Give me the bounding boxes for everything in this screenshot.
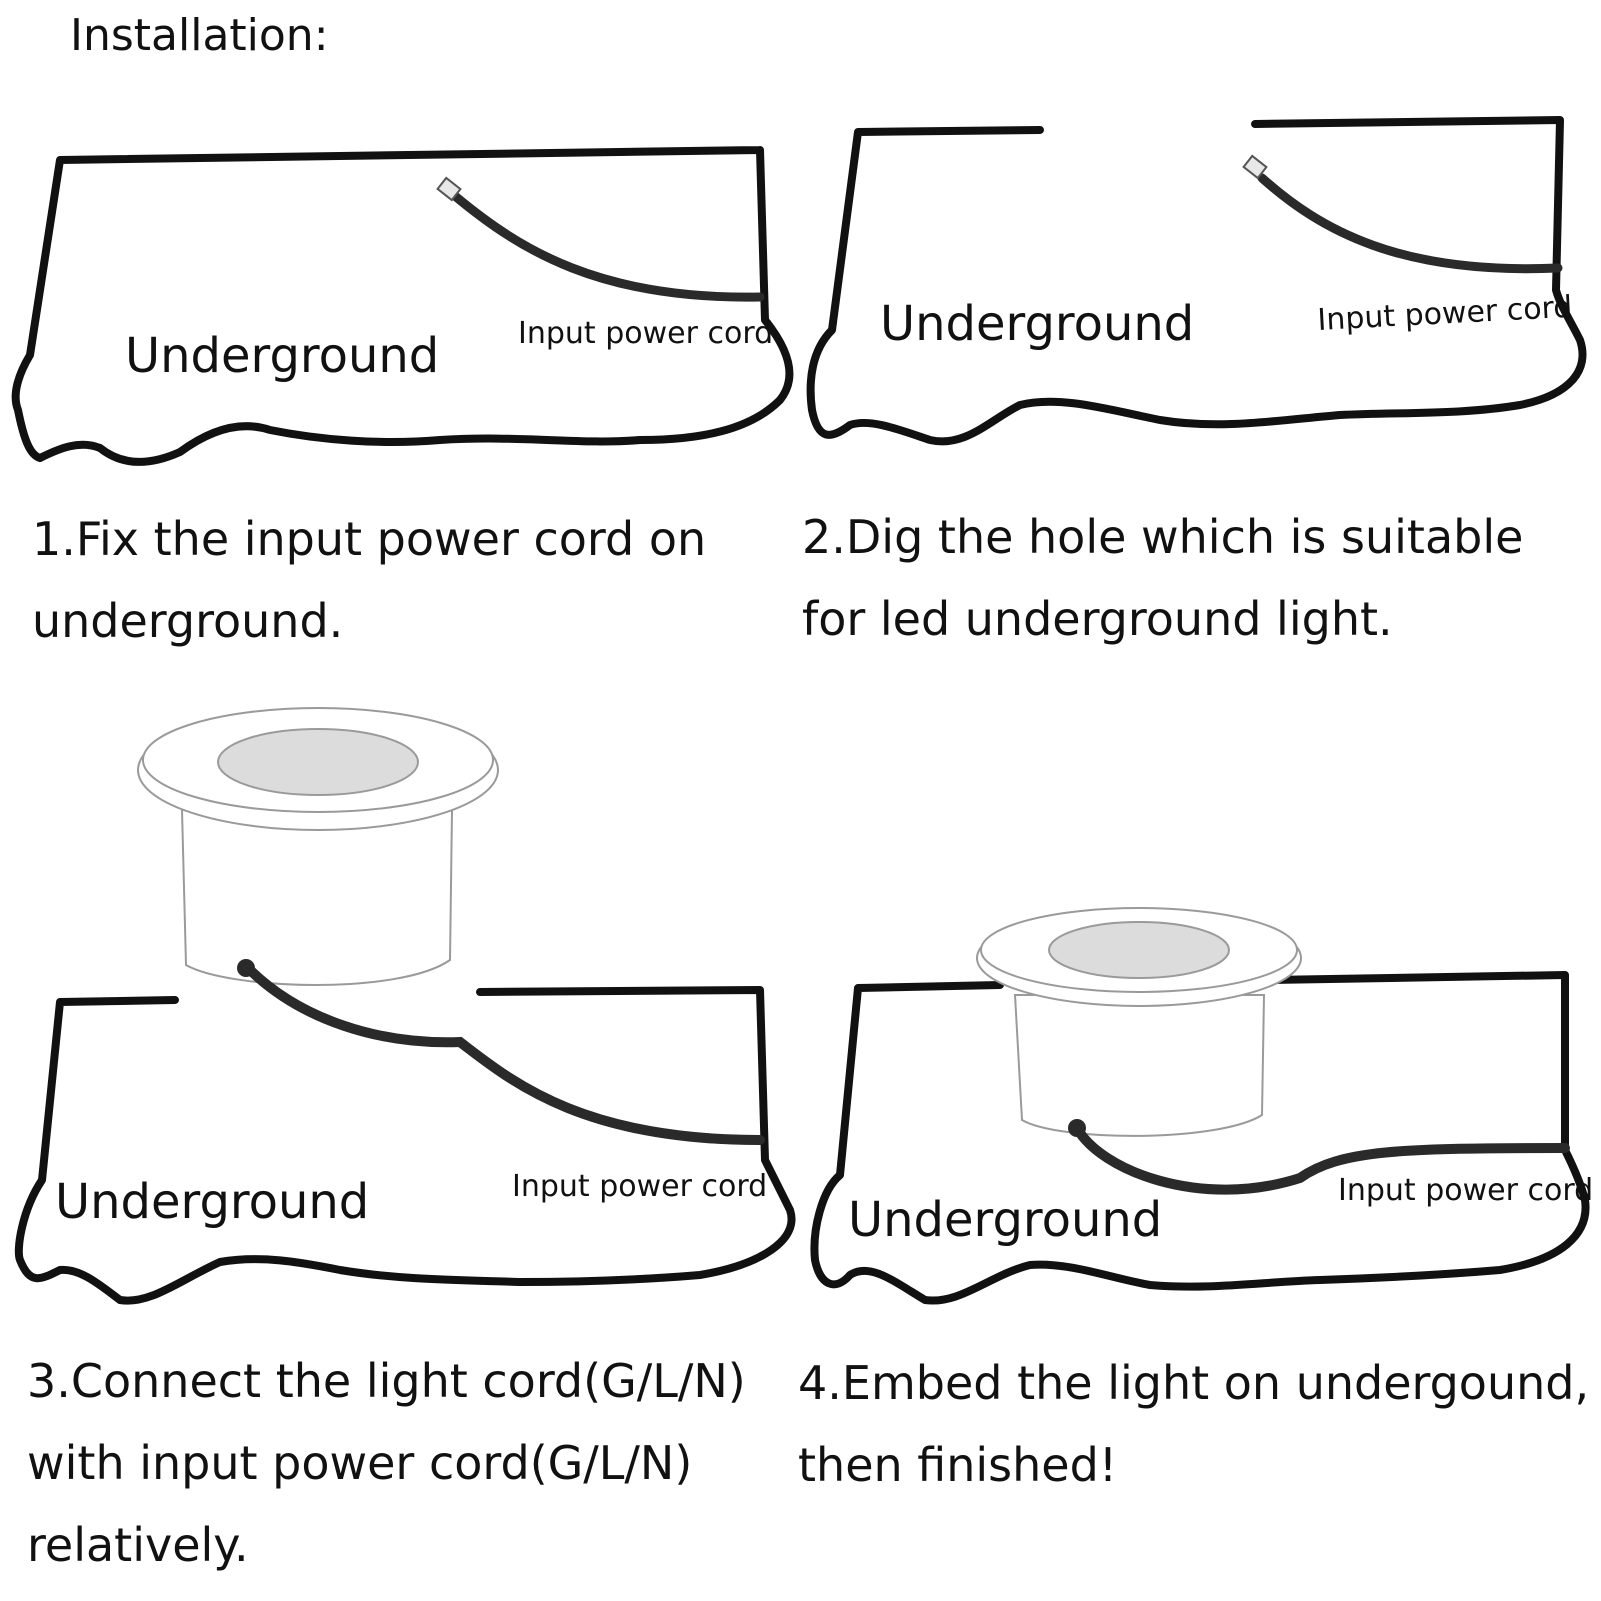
step-3-line-2: with input power cord(G/L/N) xyxy=(27,1436,693,1490)
panel-3-cord xyxy=(243,963,765,1145)
step-1-caption: 1.Fix the input power cord on undergroun… xyxy=(32,498,772,662)
panel-1-cord-tip xyxy=(436,176,462,202)
panel-4-lamp xyxy=(976,907,1302,1137)
step-3-line-3: relatively. xyxy=(27,1518,249,1572)
panel-4-cord-label: Input power cord xyxy=(1338,1173,1593,1208)
panel-2-cord-tip xyxy=(1242,154,1268,180)
step-2-line-1: 2.Dig the hole which is suitable xyxy=(802,510,1524,564)
panel-4-cord xyxy=(1072,1123,1570,1195)
step-3-caption: 3.Connect the light cord(G/L/N) with inp… xyxy=(27,1340,787,1586)
panel-2-underground-label: Underground xyxy=(880,296,1194,352)
step-1-line-2: underground. xyxy=(32,594,344,648)
panel-3-underground-label: Underground xyxy=(55,1174,369,1230)
panel-1-ground xyxy=(11,146,794,466)
panel-1-cord-label: Input power cord xyxy=(518,316,773,351)
panel-4-connector xyxy=(1068,1119,1086,1137)
step-2-line-2: for led underground light. xyxy=(802,592,1393,646)
step-4-line-2: then finished! xyxy=(798,1438,1118,1492)
panel-4-underground-label: Underground xyxy=(848,1192,1162,1248)
panel-2-cord xyxy=(1257,173,1563,274)
step-1-line-1: 1.Fix the input power cord on xyxy=(32,512,707,566)
panel-3-connector xyxy=(237,959,255,977)
step-2-caption: 2.Dig the hole which is suitable for led… xyxy=(802,496,1592,660)
installation-title: Installation: xyxy=(70,10,329,61)
panel-3-cord-label: Input power cord xyxy=(512,1169,767,1204)
step-3-line-1: 3.Connect the light cord(G/L/N) xyxy=(27,1354,746,1408)
panel-4-ground xyxy=(810,971,1590,1305)
step-4-line-1: 4.Embed the light on undergound, xyxy=(798,1356,1590,1410)
panel-1-underground-label: Underground xyxy=(125,328,439,384)
step-4-caption: 4.Embed the light on undergound, then fi… xyxy=(798,1342,1598,1506)
panel-2-ground xyxy=(806,116,1587,446)
panel-3-lamp xyxy=(137,707,499,986)
panel-1-cord xyxy=(450,191,765,302)
panel-3-ground xyxy=(14,986,796,1305)
panel-2-cord-label: Input power cord xyxy=(1317,290,1574,338)
